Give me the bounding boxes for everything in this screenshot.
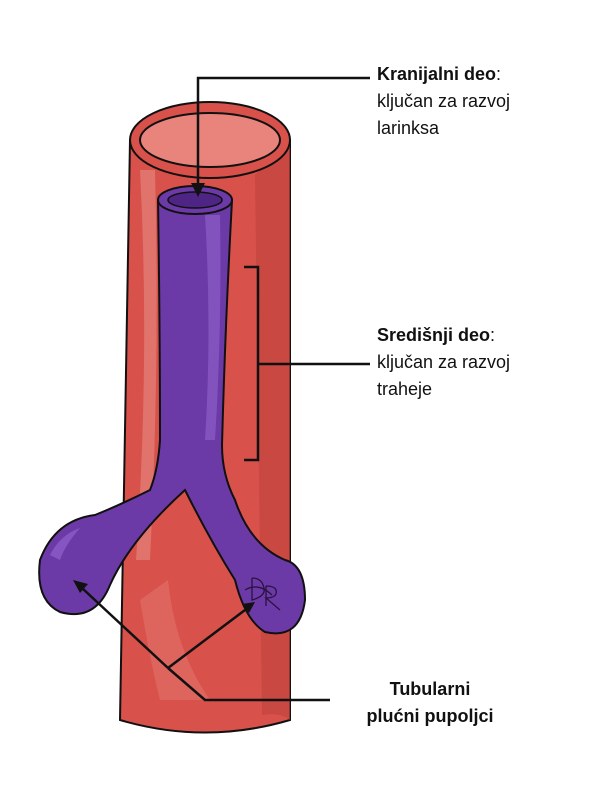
esophagus-lumen <box>139 112 281 168</box>
signature-mark <box>244 577 281 611</box>
middle-label: Središnji deo: ključan za razvoj traheje <box>377 322 597 403</box>
tube-body <box>38 199 307 635</box>
middle-line2: traheje <box>377 379 433 399</box>
buds-line2: plućni pupoljci <box>366 706 494 726</box>
middle-colon: : <box>490 325 496 345</box>
middle-bracket <box>244 265 370 462</box>
cranial-title: Kranijalni deo <box>377 64 497 84</box>
cranial-line2: larinksa <box>377 118 440 138</box>
buds-pointer <box>73 580 330 702</box>
esophagus-highlight-lower <box>140 580 210 700</box>
cranial-pointer <box>191 76 370 197</box>
middle-line1: ključan za razvoj <box>377 352 511 372</box>
tube-highlight <box>205 215 221 440</box>
cranial-colon: : <box>496 64 502 84</box>
tube-opening <box>167 191 223 209</box>
cranial-label: Kranijalni deo: ključan za razvoj larink… <box>377 61 597 142</box>
buds-label: Tubularni plućni pupoljci <box>330 676 530 730</box>
buds-line1: Tubularni <box>389 679 471 699</box>
left-bud-highlight <box>50 528 80 560</box>
cranial-line1: ključan za razvoj <box>377 91 511 111</box>
middle-title: Središnji deo <box>377 325 491 345</box>
laryngotracheal-tube <box>38 185 307 635</box>
esophagus-highlight <box>136 170 157 560</box>
